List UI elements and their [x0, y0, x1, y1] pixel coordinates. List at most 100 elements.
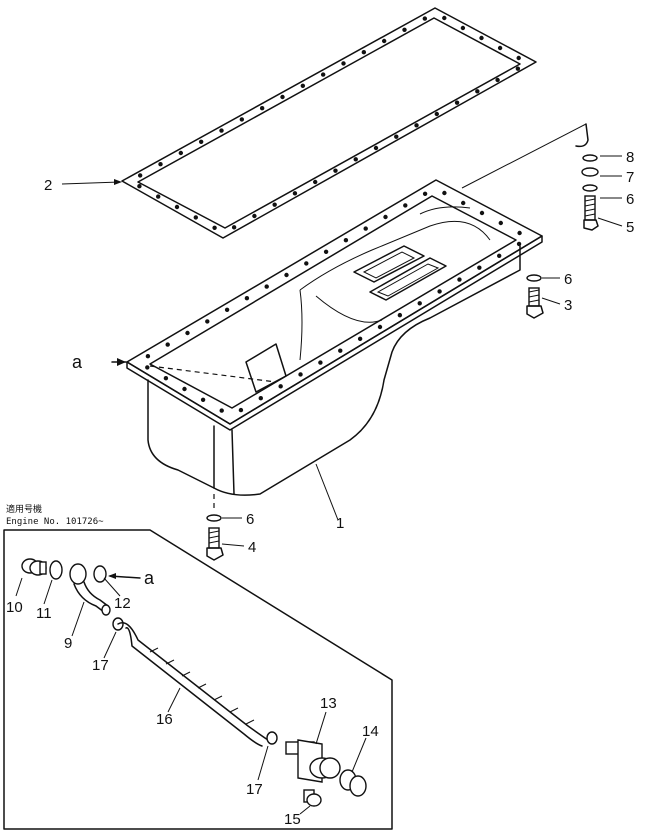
clip-8-drawing	[575, 123, 589, 148]
bolt-hole	[145, 365, 150, 370]
bolt-hole	[224, 307, 230, 312]
bolt-hole	[434, 111, 439, 117]
callout-15: 15	[284, 811, 301, 828]
callout-13: 13	[320, 695, 337, 712]
fasteners-right	[206, 154, 599, 561]
bolt-hole	[137, 184, 142, 189]
bolt-hole	[219, 128, 224, 133]
bolt-hole	[259, 106, 265, 111]
leader-lines-inset	[15, 577, 367, 815]
bolt-hole	[517, 230, 522, 236]
bolt-hole	[353, 157, 358, 162]
bolt-hole	[402, 27, 407, 32]
bolt-hole	[417, 301, 422, 306]
bolt-hole	[383, 214, 388, 220]
bolt-hole	[381, 38, 387, 44]
callout-5: 5	[626, 219, 634, 236]
bolt-hole	[479, 35, 484, 41]
bolt-hole	[137, 173, 143, 178]
bolt-hole	[497, 253, 502, 258]
bolt-hole	[495, 77, 500, 83]
bolt-hole	[145, 354, 151, 359]
bolt-hole	[219, 408, 224, 413]
bolt-hole	[244, 296, 250, 301]
leader-lines-top	[61, 155, 623, 547]
callout-16: 16	[156, 711, 173, 728]
bolt-hole	[264, 284, 269, 289]
bolt-hole	[280, 94, 285, 100]
callout-8: 8	[626, 149, 634, 166]
bolt-hole	[357, 336, 363, 342]
bolt-hole	[156, 194, 161, 199]
callout-6-bottom: 6	[246, 511, 254, 528]
bolt-hole	[300, 83, 306, 89]
bolt-hole	[284, 272, 289, 278]
callout-17-lower: 17	[246, 781, 263, 798]
callout-14: 14	[362, 723, 379, 740]
bolt-hole	[231, 225, 237, 230]
bolt-hole	[239, 117, 245, 122]
bolt-hole	[479, 210, 485, 216]
reference-label-a-inset: a	[144, 568, 155, 588]
bolt-hole	[158, 162, 163, 167]
bolt-hole	[292, 191, 298, 196]
bolt-hole	[516, 55, 521, 61]
reference-label-a: a	[72, 352, 83, 372]
bolt-hole	[178, 150, 184, 156]
bolt-hole	[333, 168, 338, 173]
bolt-hole	[461, 200, 466, 206]
callout-1: 1	[336, 515, 344, 532]
callout-2: 2	[44, 177, 52, 194]
engine-note-line2: Engine No. 101726~	[6, 517, 104, 527]
bolt-hole	[298, 372, 303, 377]
callout-6-right: 6	[564, 271, 572, 288]
bolt-hole	[422, 16, 428, 21]
bolt-hole	[252, 213, 257, 219]
bolt-hole	[373, 145, 379, 151]
bolt-hole	[363, 226, 368, 231]
bolt-hole	[278, 384, 283, 389]
bolt-hole	[163, 376, 169, 381]
engine-note-line1: 適用号機	[6, 503, 42, 515]
bolt-hole	[304, 261, 309, 266]
bolt-hole	[394, 134, 399, 139]
bolt-hole	[498, 220, 503, 226]
callout-7: 7	[626, 169, 634, 186]
bolt-hole	[475, 89, 480, 94]
bolt-hole	[516, 241, 522, 247]
bolt-hole	[165, 342, 170, 347]
callout-9: 9	[64, 635, 72, 652]
callout-6-top: 6	[626, 191, 634, 208]
bolt-hole	[460, 25, 466, 31]
bolt-hole	[397, 312, 403, 318]
bolt-hole	[343, 238, 349, 243]
bolt-hole	[341, 61, 346, 66]
bolt-hole	[457, 277, 462, 282]
bolt-hole	[403, 203, 408, 208]
callout-12: 12	[114, 595, 131, 612]
bolt-hole	[454, 100, 460, 105]
bolt-hole	[272, 202, 277, 207]
bolt-hole	[437, 289, 442, 294]
bolt-hole	[212, 225, 217, 230]
bolt-hole	[238, 407, 244, 413]
inset-parts	[21, 558, 367, 807]
gasket-drawing	[121, 7, 537, 239]
bolt-hole	[442, 190, 447, 196]
bolt-hole	[174, 204, 180, 210]
bolt-hole	[320, 72, 326, 77]
callout-4: 4	[248, 539, 256, 556]
bolt-hole	[477, 265, 482, 270]
bolt-hole	[258, 396, 263, 401]
bolt-hole	[205, 319, 210, 324]
oil-pan-drawing	[126, 179, 543, 496]
callout-17-upper: 17	[92, 657, 109, 674]
engine-variant-inset	[3, 529, 393, 830]
bolt-hole	[313, 179, 318, 185]
bolt-hole	[182, 386, 187, 392]
bolt-hole	[318, 360, 323, 365]
bolt-hole	[323, 249, 329, 254]
bolt-hole	[200, 397, 206, 402]
bolt-hole	[497, 45, 503, 51]
